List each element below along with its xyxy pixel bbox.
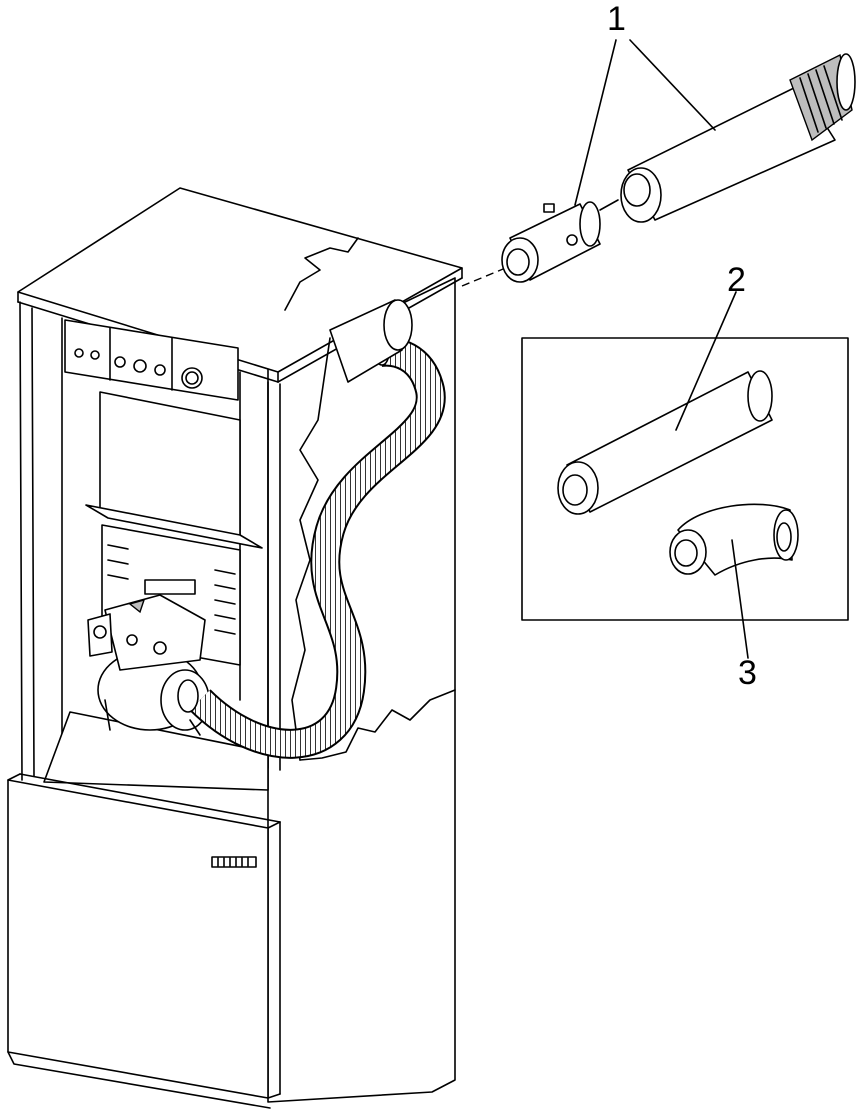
leader-line-2 (675, 291, 737, 431)
burner-assembly (87, 579, 210, 736)
extension-pipe (557, 370, 773, 515)
coupling-join-line (599, 199, 619, 211)
flue-outlet-collar (329, 299, 413, 383)
leader-line-1b (629, 39, 716, 131)
door-badge (211, 856, 257, 868)
callout-3: 3 (738, 654, 757, 692)
cutaway-edge (291, 337, 456, 761)
pipe-bend-elbow (669, 503, 799, 576)
leader-line-3 (731, 539, 749, 659)
lower-door (7, 773, 281, 1109)
callout-1: 1 (607, 0, 626, 38)
callout-2: 2 (727, 261, 746, 299)
leader-line-1a (574, 39, 617, 206)
flue-terminal-pipe (620, 53, 856, 223)
control-panel (64, 319, 239, 401)
flue-coupling (501, 201, 601, 283)
